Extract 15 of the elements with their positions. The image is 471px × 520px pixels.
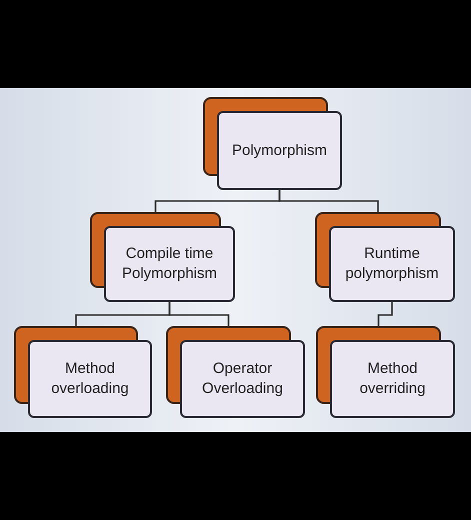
box-label: Runtime polymorphism — [344, 244, 440, 284]
box-label: Method overriding — [358, 359, 426, 399]
stacked-box — [316, 326, 455, 418]
stacked-box — [166, 326, 305, 418]
stacked-box — [203, 97, 342, 190]
connector-line — [168, 302, 230, 326]
box-label: Compile time Polymorphism — [120, 244, 218, 284]
connector-line — [278, 190, 379, 212]
connector-line — [378, 302, 393, 326]
box-label: Operator Overloading — [201, 359, 284, 399]
stacked-box — [90, 212, 235, 302]
stacked-box — [315, 212, 455, 302]
box-label: Method overloading — [50, 359, 130, 399]
box-label: Polymorphism — [230, 140, 328, 160]
stacked-box — [14, 326, 152, 418]
